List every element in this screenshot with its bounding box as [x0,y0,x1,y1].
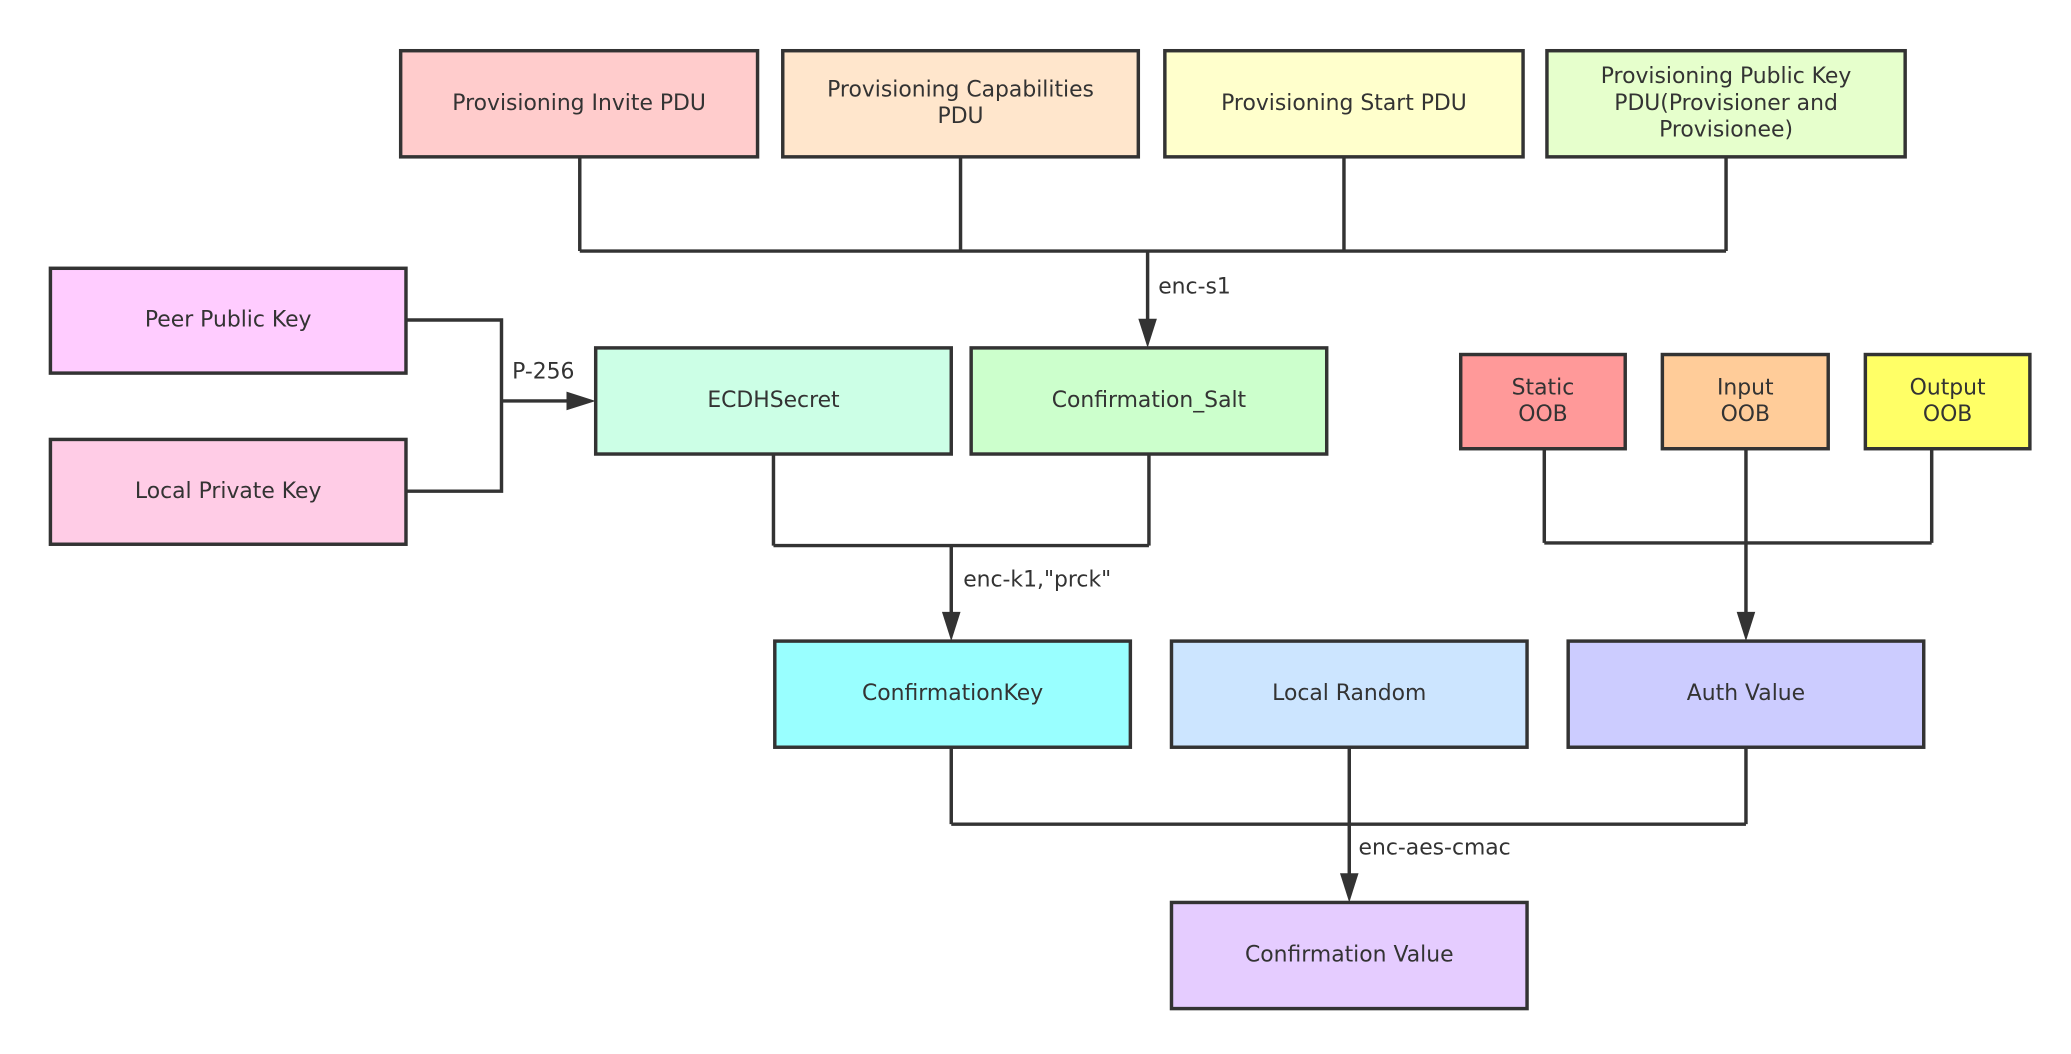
node-label: Provisioning Start PDU [1221,91,1467,116]
node-label: ECDHSecret [707,388,840,413]
node-label: OOB [1923,402,1972,427]
node-label: ConfirmationKey [862,681,1043,706]
arrowhead-salt [1138,318,1157,348]
node-label: Static [1512,375,1575,400]
edge-ecdh-salt-confkey [771,454,1151,627]
edge-keys-ecdh [405,318,579,493]
edge-oob-auth [1542,448,1934,627]
node-label: PDU [938,104,984,129]
edge-label-enc-k1: enc-k1,"prck" [963,568,1111,593]
node-label: OOB [1721,402,1770,427]
node-label: Auth Value [1687,681,1805,706]
edges: enc-s1 P-256 enc-k1,"prck" enc-aes-cmac [405,156,1934,903]
node-label: Provisioning Public Key [1601,64,1852,89]
node-confvalue: Confirmation Value [1169,900,1529,1011]
edge-to-confvalue [949,747,1748,887]
node-confkey: ConfirmationKey [773,639,1133,749]
node-localpriv: Local Private Key [48,437,408,546]
node-box [1163,48,1525,159]
node-box [773,639,1133,749]
nodes: Provisioning Invite PDU Provisioning Capa… [48,48,2032,1011]
node-label: Output [1910,375,1986,400]
node-label: Provisioning Invite PDU [452,91,706,116]
edge-label-enc-aes-cmac: enc-aes-cmac [1359,836,1511,861]
node-random: Local Random [1169,639,1529,749]
node-box [1660,352,1830,451]
node-salt: Confirmation_Salt [969,346,1329,456]
node-box [48,437,408,546]
node-box [398,48,760,159]
node-box [1566,639,1926,749]
node-invite: Provisioning Invite PDU [398,48,760,159]
node-start: Provisioning Start PDU [1163,48,1525,159]
node-box [1863,352,2032,451]
node-label: Local Random [1272,681,1426,706]
node-label: Input [1717,375,1774,400]
node-ecdh: ECDHSecret [593,346,953,456]
node-label: Local Private Key [135,479,322,504]
arrowhead-confvalue [1339,873,1359,903]
node-box [969,346,1329,456]
node-box [48,266,408,375]
node-label: PDU(Provisioner and [1614,91,1838,116]
node-box [593,346,953,456]
node-box [1169,900,1529,1011]
node-box [1169,639,1529,749]
node-label: Provisioning Capabilities [827,78,1094,103]
node-peer: Peer Public Key [48,266,408,375]
node-label: OOB [1518,402,1567,427]
node-label: Confirmation Value [1245,943,1454,968]
node-label: Peer Public Key [145,308,312,333]
node-box [781,48,1141,159]
node-auth: Auth Value [1566,639,1926,749]
node-label: Provisionee) [1659,117,1793,142]
node-box [1458,352,1627,451]
edge-label-p256: P-256 [512,359,574,384]
arrowhead-auth [1736,611,1756,642]
edge-pdus-bus [578,156,1728,332]
node-box [1545,48,1907,159]
arrowhead-ecdh [566,391,596,411]
node-label: Confirmation_Salt [1052,388,1247,413]
edge-label-enc-s1: enc-s1 [1158,274,1231,299]
arrowhead-confkey [941,611,961,642]
